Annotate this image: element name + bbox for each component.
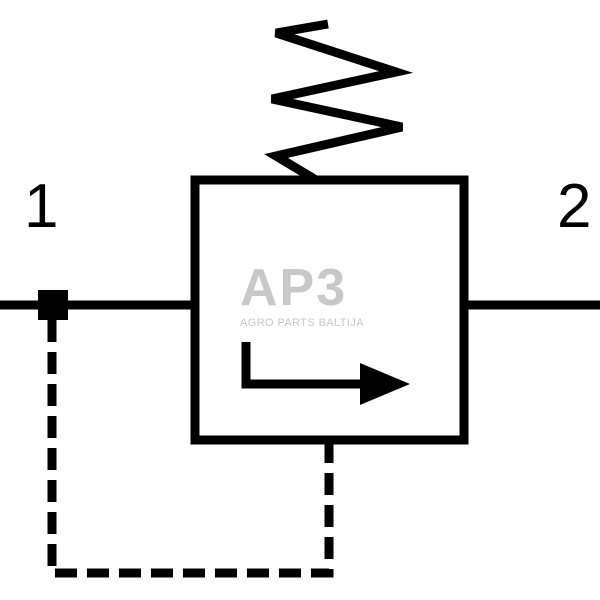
- spring: [264, 19, 414, 184]
- flow-arrow-shaft: [241, 342, 362, 389]
- valve-body: [190, 175, 469, 445]
- port-1-label: 1: [24, 172, 59, 241]
- pilot-line: [47, 320, 334, 578]
- flow-arrow-head: [360, 363, 410, 405]
- watermark-subtitle: AGRO PARTS BALTIJA: [240, 317, 364, 329]
- port-2-label: 2: [557, 172, 592, 241]
- junction-node: [38, 290, 68, 320]
- watermark-logo: AP3: [240, 259, 348, 317]
